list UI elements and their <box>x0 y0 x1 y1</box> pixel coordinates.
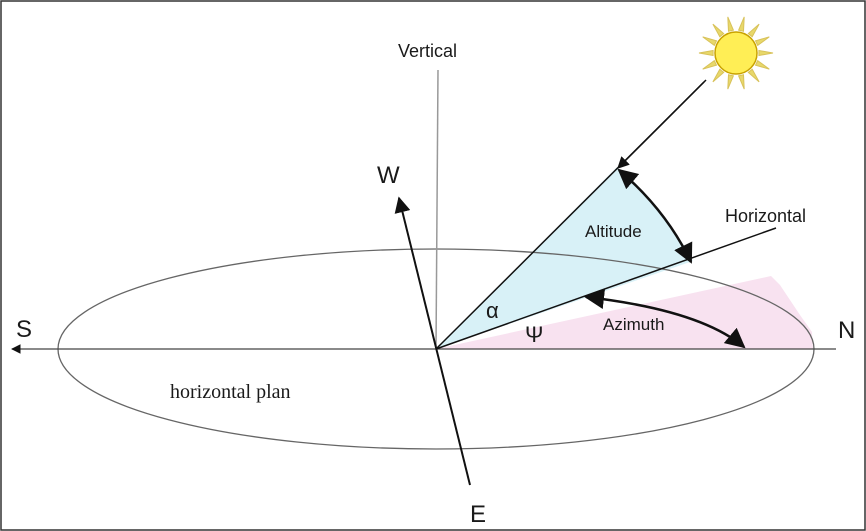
sun-ray <box>698 49 714 57</box>
west-east-axis <box>394 196 471 486</box>
sun-ray <box>737 74 745 90</box>
sun-icon <box>698 16 774 90</box>
sun-ray <box>727 74 735 90</box>
east-label: E <box>470 501 486 528</box>
sun-ray <box>712 68 725 83</box>
sun-ray <box>712 23 725 38</box>
azimuth-label: Azimuth <box>603 315 664 334</box>
sun-ray <box>747 23 760 38</box>
sun-ray <box>727 16 735 32</box>
altitude-label: Altitude <box>585 222 642 241</box>
horizontal-plan-label: horizontal plan <box>170 381 291 403</box>
altitude-arc-arrow <box>617 168 693 264</box>
horizontal-label: Horizontal <box>725 206 806 226</box>
sun-ray <box>758 49 774 57</box>
sun-ray <box>737 16 745 32</box>
vertical-label: Vertical <box>398 41 457 61</box>
sun-ray <box>702 59 718 70</box>
psi-symbol: Ψ <box>525 322 543 347</box>
north-label: N <box>838 317 855 344</box>
azimuth-arc-arrow <box>584 289 746 349</box>
sun-ray <box>754 36 770 47</box>
west-label: W <box>377 162 400 189</box>
vertical-axis <box>435 69 439 350</box>
horizontal-direction-line <box>435 227 777 350</box>
sun-ray-arrow <box>617 81 705 169</box>
south-label: S <box>16 316 32 343</box>
sun-ray <box>702 36 718 47</box>
sun-ray <box>754 59 770 70</box>
alpha-symbol: α <box>486 298 499 323</box>
sun-ray <box>747 68 760 83</box>
